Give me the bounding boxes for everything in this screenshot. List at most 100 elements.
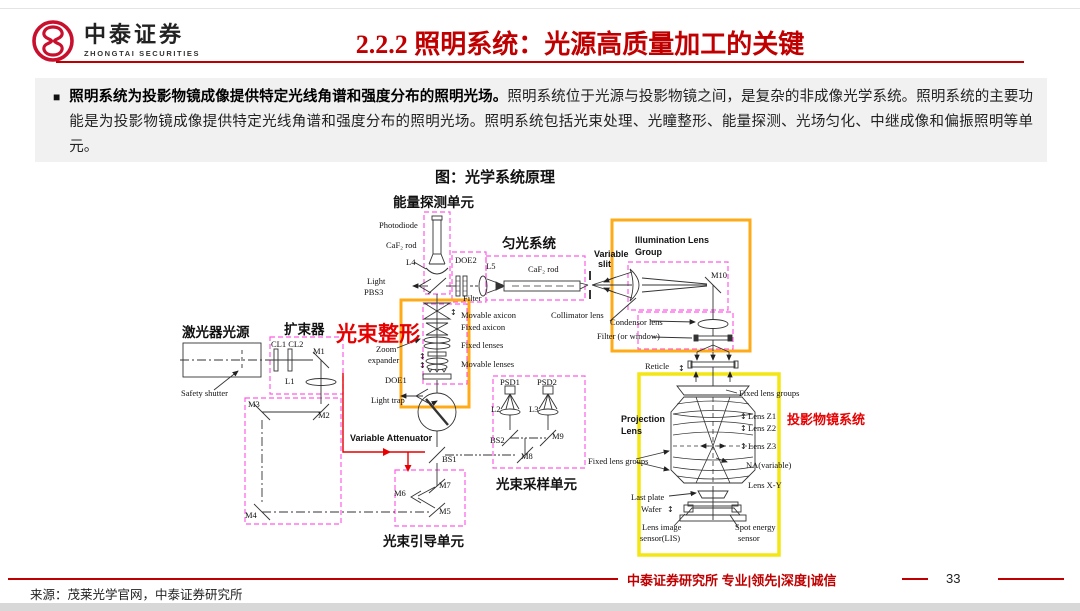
top-divider: [0, 8, 1080, 9]
footer-rule: [8, 578, 618, 580]
lbl-na-variable: NA(variable): [746, 460, 791, 470]
lbl-bs2: BS2: [490, 435, 505, 445]
summary-body: 照明系统位于光源与投影物镜之间，是复杂的非成像光学系统。照明系统的主要功能是为投…: [69, 89, 1034, 155]
lbl-filter-or-window: Filter (or window): [597, 331, 660, 341]
lbl-m7: M7: [439, 480, 451, 490]
lbl-illumination-lens: Illumination Lens: [635, 235, 709, 245]
lbl-m1: M1: [313, 346, 325, 356]
lbl-slit: slit: [598, 259, 611, 269]
lbl-doe2: DOE2: [455, 255, 477, 265]
lbl-condensor-lens: Condensor lens: [610, 317, 663, 327]
lbl-reticle: Reticle: [645, 361, 669, 371]
lbl-pbs3: PBS3: [364, 287, 383, 297]
lbl-caf2-rod-1: CaF₂ rod: [386, 240, 417, 250]
brand-name-en: ZHONGTAI SECURITIES: [84, 49, 201, 58]
unit-beam-sampling: 光束采样单元: [495, 476, 577, 492]
lbl-spot-energy: Spot energy: [735, 522, 776, 532]
footer-slogan: 中泰证券研究所 专业|领先|深度|诚信: [627, 573, 837, 588]
summary-panel: ■ 照明系统为投影物镜成像提供特定光线角谱和强度分布的照明光场。照明系统位于光源…: [35, 78, 1047, 162]
lbl-psd2: PSD2: [537, 377, 557, 387]
sym-updown-movable-lens-1: ↕: [419, 352, 426, 361]
lbl-l1: L1: [285, 376, 294, 386]
bottom-strip: [0, 603, 1080, 611]
summary-text: 照明系统为投影物镜成像提供特定光线角谱和强度分布的照明光场。照明系统位于光源与投…: [69, 85, 1033, 155]
unit-projection-objective: 投影物镜系统: [787, 412, 865, 427]
sym-updown-reticle: ↕: [678, 364, 685, 373]
lbl-lens-image: Lens image: [642, 522, 682, 532]
lbl-m9: M9: [552, 431, 564, 441]
summary-lead: 照明系统为投影物镜成像提供特定光线角谱和强度分布的照明光场。: [69, 89, 508, 105]
lbl-last-plate: Last plate: [631, 492, 665, 502]
sym-updown-movable-axicon: ↕: [450, 308, 457, 317]
lbl-cl1-cl2: CL1 CL2: [271, 339, 303, 349]
lbl-fixed-lens-groups-top: Fixed lens groups: [739, 388, 799, 398]
beam-shaping-highlight-box: [399, 298, 471, 409]
bullet-icon: ■: [53, 90, 61, 104]
sym-updown-z2: ↕: [740, 424, 747, 433]
lbl-fixed-lenses: Fixed lenses: [461, 340, 503, 350]
lbl-zoom: Zoom: [376, 344, 397, 354]
lbl-variable: Variable: [594, 249, 629, 259]
page-title: 2.2.2 照明系统：光源高质量加工的关键: [355, 30, 805, 59]
lbl-m10: M10: [711, 270, 727, 280]
lbl-m5: M5: [439, 506, 451, 516]
beam-path-annotation: [342, 373, 425, 472]
lbl-m6: M6: [394, 488, 406, 498]
lbl-m8: M8: [521, 451, 533, 461]
lbl-lens-z1: Lens Z1: [748, 411, 776, 421]
lbl-lens-z2: Lens Z2: [748, 423, 776, 433]
lbl-fixed-axicon: Fixed axicon: [461, 322, 506, 332]
lbl-spot-sensor: sensor: [738, 533, 760, 543]
lbl-m2: M2: [318, 410, 330, 420]
lbl-light-trap: Light trap: [371, 395, 405, 405]
lbl-expander: expander: [368, 355, 399, 365]
lbl-m3: M3: [248, 399, 260, 409]
lbl-l4: L4: [406, 257, 416, 267]
lbl-sensor-lis: sensor(LIS): [640, 533, 680, 543]
lbl-variable-attenuator: Variable Attenuator: [350, 433, 433, 443]
lbl-filter: Filter: [463, 293, 482, 303]
unit-energy-detection: 能量探测单元: [393, 194, 474, 210]
unit-beam-shaping: 光束整形: [335, 322, 420, 346]
page-number: 33: [946, 571, 961, 586]
lbl-lens-z3: Lens Z3: [748, 441, 776, 451]
lbl-fixed-lens-groups-left: Fixed lens groups: [588, 456, 648, 466]
lbl-light: Light: [367, 276, 386, 286]
lbl-m4: M4: [245, 510, 258, 520]
lbl-projection: Projection: [621, 414, 665, 424]
unit-beam-guiding: 光束引导单元: [382, 533, 464, 549]
figure-title: 图：光学系统原理: [434, 169, 555, 186]
lbl-illumination-group: Group: [635, 247, 662, 257]
unit-laser-source: 激光器光源: [182, 324, 250, 340]
illumination-lens-group-box: [610, 218, 752, 353]
optical-elements: [180, 215, 756, 528]
zhongtai-emblem-icon: [32, 20, 74, 62]
unit-beam-expander: 扩束器: [284, 321, 325, 337]
lbl-l3: L3: [529, 404, 538, 414]
brand-name-cn: 中泰证券: [84, 22, 185, 47]
lbl-caf2-rod-2: CaF₂ rod: [528, 264, 559, 274]
brand-logo: 中泰证券 ZHONGTAI SECURITIES: [30, 18, 200, 64]
lbl-wafer: Wafer: [641, 504, 662, 514]
lbl-photodiode: Photodiode: [379, 220, 418, 230]
lbl-psd1: PSD1: [500, 377, 520, 387]
header-rule: [56, 61, 1024, 63]
lbl-doe1: DOE1: [385, 375, 407, 385]
lbl-bs1: BS1: [442, 454, 457, 464]
lbl-collimator-lens: Collimator lens: [551, 310, 604, 320]
lbl-lens-x-y: Lens X-Y: [748, 480, 782, 490]
sym-updown-z1: ↕: [740, 412, 747, 421]
lbl-l2: L2: [491, 404, 500, 414]
lbl-projection-lens: Lens: [621, 426, 642, 436]
sym-updown-z3: ↕: [740, 442, 747, 451]
footer-dash-right: [998, 578, 1064, 580]
lbl-movable-axicon: Movable axicon: [461, 310, 517, 320]
source-note: 来源：茂莱光学官网，中泰证券研究所: [30, 588, 243, 602]
lbl-movable-lenses: Movable lenses: [461, 359, 514, 369]
unit-homogenization: 匀光系统: [502, 235, 556, 251]
lbl-l5: L5: [486, 261, 495, 271]
sym-updown-wafer: ↕: [667, 505, 674, 514]
